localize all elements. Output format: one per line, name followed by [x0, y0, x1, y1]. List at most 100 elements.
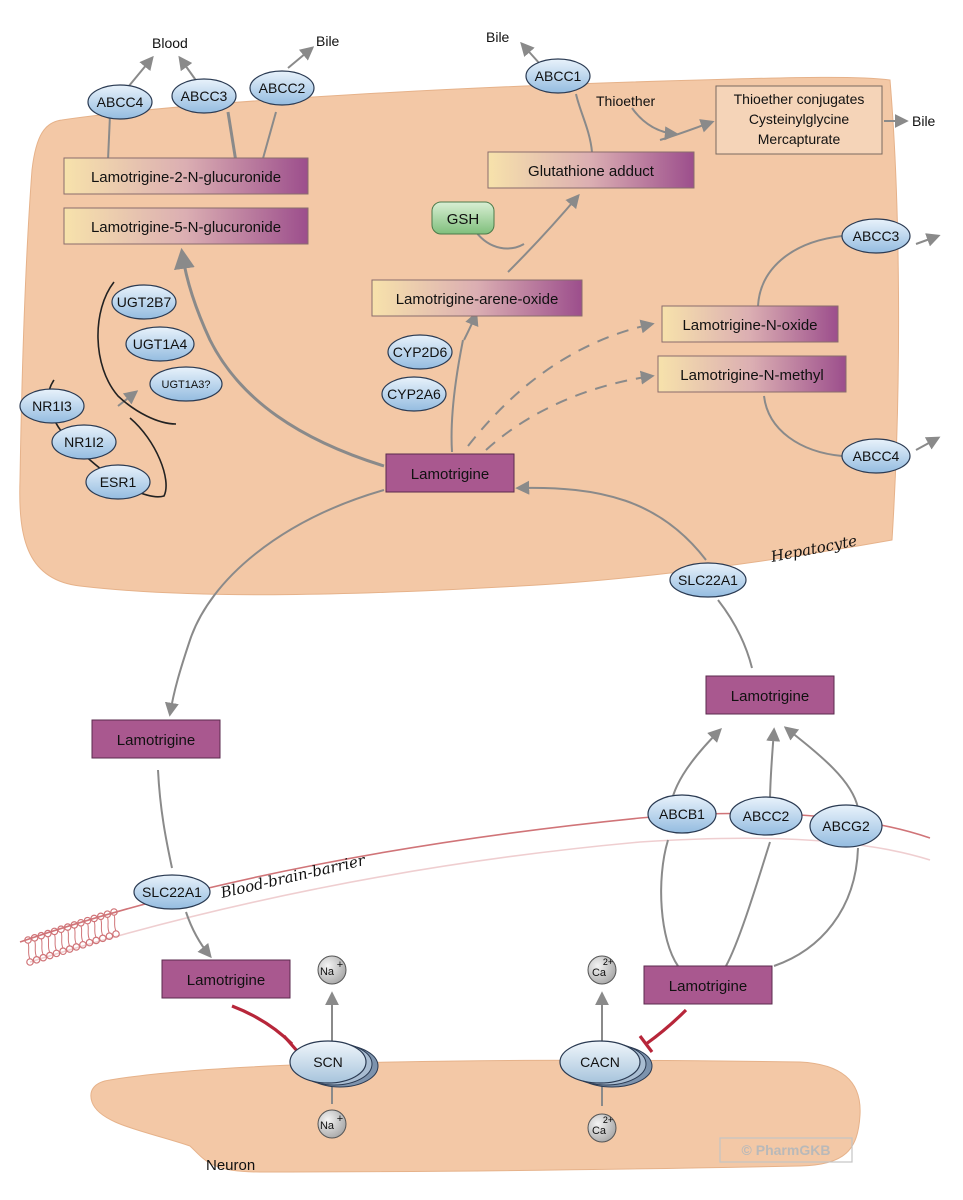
lipid-tail	[106, 916, 110, 934]
lamotrigine-blood-left-box: Lamotrigine	[91, 719, 221, 759]
inhibition-scn-bar	[282, 1034, 300, 1054]
watermark-text: © PharmGKB	[742, 1142, 831, 1158]
abcb1-label: ABCB1	[659, 806, 705, 822]
lipid-tail	[67, 929, 71, 947]
arrow-lam-glucuronide	[173, 247, 385, 468]
n-methyl-label: Lamotrigine-N-methyl	[680, 367, 823, 384]
cacn-channel: CACN	[559, 1040, 653, 1088]
conjugate-line-2: Cysteinylglycine	[749, 111, 850, 127]
gsh-label: GSH	[447, 211, 480, 228]
nr1i2-label: NR1I2	[64, 434, 104, 450]
cacn-label: CACN	[580, 1054, 620, 1070]
arrow-lam-blood	[164, 489, 385, 717]
lamotrigine-blood-left-label: Lamotrigine	[117, 732, 195, 749]
abcc1-label: ABCC1	[535, 68, 582, 84]
line-blood-slc22a1	[717, 599, 753, 669]
cyp2a6-label: CYP2A6	[387, 386, 441, 402]
nr1i3-oval: NR1I3	[19, 388, 85, 424]
na-bottom-base: Na	[320, 1120, 335, 1132]
cyp2d6-label: CYP2D6	[393, 344, 448, 360]
line-abcc3-gluc	[226, 111, 238, 163]
ugt1a4-oval: UGT1A4	[125, 326, 195, 362]
arrow-slc22a1-lam	[515, 480, 707, 561]
abcc1-oval: ABCC1	[525, 58, 591, 94]
n-oxide-label: Lamotrigine-N-oxide	[682, 317, 817, 334]
n-methyl-box: Lamotrigine-N-methyl	[657, 355, 847, 393]
lipid-tail	[113, 914, 117, 932]
ca-ion-top: Ca 2+	[587, 955, 617, 985]
cyp2d6-oval: CYP2D6	[387, 334, 453, 370]
conjugate-line-3: Mercapturate	[758, 131, 841, 147]
abcc2-bbb-label: ABCC2	[743, 808, 790, 824]
pharmgkb-watermark: © PharmGKB	[719, 1137, 853, 1163]
ugt2b7-oval: UGT2B7	[111, 284, 177, 320]
arene-oxide-box: Lamotrigine-arene-oxide	[371, 279, 583, 317]
lipid-tail	[60, 932, 64, 949]
arrow-lam-noxide	[467, 319, 655, 447]
scn-channel: SCN	[289, 1040, 379, 1088]
glucuronide-5n-label: Lamotrigine-5-N-glucuronide	[91, 219, 281, 236]
glutathione-adduct-label: Glutathione adduct	[528, 163, 655, 180]
neuron-cell	[90, 1059, 861, 1173]
inhibition-cacn	[645, 1008, 688, 1046]
ca-bottom-charge: 2+	[603, 1115, 613, 1125]
arrow-abcc2-lam	[766, 727, 781, 803]
abcc4-top-label: ABCC4	[97, 94, 144, 110]
line-abcc2-gluc	[261, 111, 277, 163]
line-abcc4-gluc	[107, 114, 111, 161]
abcc3-top-label: ABCC3	[181, 88, 228, 104]
slc22a1-liver-label: SLC22A1	[678, 572, 738, 588]
ugt1a3-label: UGT1A3?	[162, 379, 211, 391]
abcc4-right-label: ABCC4	[853, 448, 900, 464]
arrow-abcc1-bile	[520, 41, 541, 65]
glutathione-adduct-box: Glutathione adduct	[487, 151, 695, 189]
line-noxide-abcc3	[757, 235, 843, 307]
glucuronide-2n-label: Lamotrigine-2-N-glucuronide	[91, 169, 281, 186]
na-ion-top: Na +	[317, 955, 347, 985]
line-abcc1-gsh-adduct	[575, 93, 593, 153]
lipid-tail	[47, 936, 51, 953]
line-brain-abcg2	[773, 847, 859, 967]
esr1-oval: ESR1	[85, 464, 151, 500]
lamotrigine-hepatocyte-box: Lamotrigine	[385, 453, 515, 493]
cyp2a6-oval: CYP2A6	[381, 376, 447, 412]
nr1i3-label: NR1I3	[32, 398, 72, 414]
arrow-abcc2-bile	[287, 46, 315, 69]
abcc3-top-oval: ABCC3	[171, 78, 237, 114]
inhibition-scn	[231, 1004, 294, 1046]
ugt1a3-oval: UGT1A3?	[149, 366, 223, 402]
lipid-tail	[53, 934, 57, 951]
bile-label-abcc2: Bile	[316, 33, 340, 49]
lipid-tail	[100, 919, 104, 936]
lipid-tail	[34, 940, 38, 958]
ugt-bracket	[97, 281, 177, 425]
arrow-abcg2-lam	[783, 726, 859, 809]
abcc2-top-label: ABCC2	[259, 80, 306, 96]
line-gsh	[475, 231, 525, 250]
neuron-label: Neuron	[206, 1157, 255, 1174]
bile-label-abcc1: Bile	[486, 29, 510, 45]
lamotrigine-brain-left-label: Lamotrigine	[187, 972, 265, 989]
slc22a1-bbb-oval: SLC22A1	[133, 874, 211, 910]
lamotrigine-brain-right-label: Lamotrigine	[669, 978, 747, 995]
line-blood-bbb	[157, 769, 173, 869]
arrow-abcc4-out	[915, 436, 941, 451]
line-brain-abcc2	[725, 841, 771, 967]
arrow-adduct-conjugates	[659, 119, 715, 141]
esr1-label: ESR1	[100, 474, 137, 490]
gsh-box: GSH	[431, 201, 495, 235]
glucuronide-5n-box: Lamotrigine-5-N-glucuronide	[63, 207, 309, 245]
abcc4-top-oval: ABCC4	[87, 84, 153, 120]
abcc2-top-oval: ABCC2	[249, 70, 315, 106]
slc22a1-liver-oval: SLC22A1	[669, 562, 747, 598]
ca-ion-bottom: Ca 2+	[587, 1113, 617, 1143]
glucuronide-2n-box: Lamotrigine-2-N-glucuronide	[63, 157, 309, 195]
lamotrigine-blood-right-label: Lamotrigine	[731, 688, 809, 705]
arrow-bbb-brain	[185, 911, 212, 959]
abcc4-right-oval: ABCC4	[841, 438, 911, 474]
abcb1-oval: ABCB1	[647, 794, 717, 834]
na-top-charge: +	[337, 959, 343, 971]
thioether-conjugates-box: Thioether conjugates Cysteinylglycine Me…	[715, 85, 883, 155]
na-top-base: Na	[320, 966, 335, 978]
